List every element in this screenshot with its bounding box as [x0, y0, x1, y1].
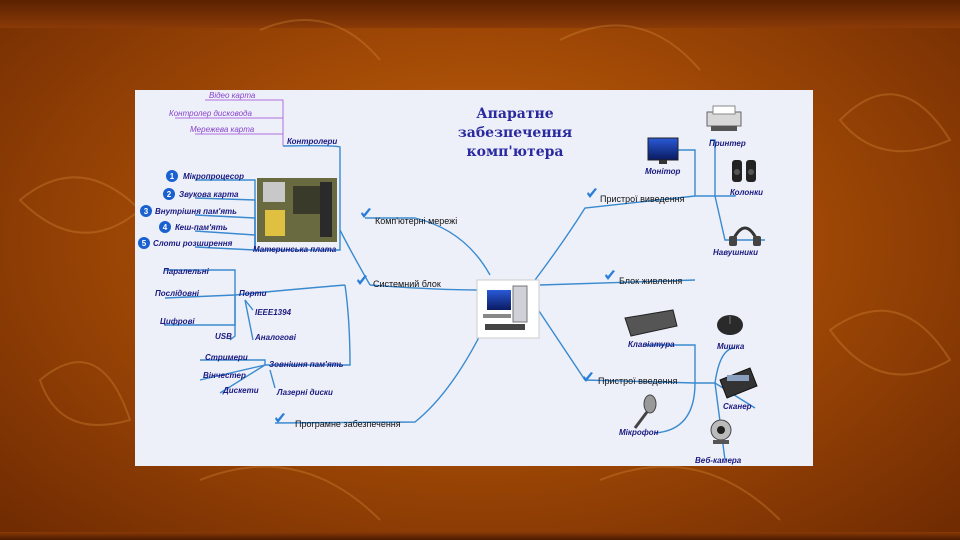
number-4: 4: [163, 223, 168, 232]
mouse-image: [717, 315, 743, 335]
microphone-image: [633, 394, 657, 429]
label-laser: Лазерні диски: [276, 388, 333, 397]
number-1: 1: [170, 172, 175, 181]
label-video-card: Відео карта: [209, 91, 256, 100]
label-digital: Цифрові: [160, 317, 195, 326]
mindmap: Апаратне забезпечення комп'ютера: [138, 91, 765, 465]
label-streamers: Стримери: [205, 353, 248, 362]
label-network-card: Мережева карта: [190, 125, 255, 134]
mindmap-panel: Апаратне забезпечення комп'ютера: [135, 90, 813, 466]
label-internal-memory: Внутрішня пам'ять: [155, 207, 237, 216]
label-headphones: Навушники: [713, 248, 758, 257]
label-software: Програмне забезпечення: [295, 419, 401, 429]
label-parallel: Паралельні: [163, 267, 210, 276]
title-line-2: забезпечення: [458, 125, 572, 141]
label-disk-controller: Контролер дисковода: [169, 109, 252, 118]
bottom-bar: [0, 532, 960, 540]
printer-image: [706, 105, 742, 131]
webcam-image: [710, 419, 732, 444]
label-printer: Принтер: [709, 139, 746, 148]
label-mouse: Мишка: [717, 342, 745, 351]
label-webcam: Веб-камера: [695, 456, 742, 465]
label-serial: Послідовні: [155, 289, 200, 298]
check-icon-networks: [361, 208, 371, 218]
check-icon-input: [583, 372, 593, 382]
label-analog: Аналогові: [254, 333, 297, 342]
label-monitor: Монітор: [645, 167, 681, 176]
top-bar: [0, 0, 960, 28]
label-motherboard: Материнська плата: [253, 245, 337, 254]
label-ports: Порти: [239, 289, 267, 298]
keyboard-image: [624, 309, 678, 337]
check-icons: [275, 188, 615, 423]
label-controllers: Контролери: [287, 137, 337, 146]
title-line-3: комп'ютера: [467, 144, 564, 160]
speakers-image: [732, 160, 756, 182]
label-networks: Комп'ютерні мережі: [375, 216, 457, 226]
number-5: 5: [142, 239, 147, 248]
number-markers: 1 2 3 4 5: [138, 170, 178, 249]
label-keyboard: Клавіатура: [628, 340, 675, 349]
label-microprocessor: Мікропроцесор: [183, 172, 244, 181]
label-winchester: Вінчестер: [203, 371, 246, 380]
connectors: [164, 139, 765, 461]
label-storage: Зовнішня пам'ять: [269, 360, 344, 369]
check-icon-software: [275, 413, 285, 423]
label-input: Пристрої введення: [598, 376, 678, 386]
check-icon-output: [587, 188, 597, 198]
label-system-block: Системний блок: [373, 279, 441, 289]
number-3: 3: [144, 207, 149, 216]
label-ieee: IEEE1394: [255, 308, 292, 317]
label-microphone: Мікрофон: [619, 428, 659, 437]
label-sound-card: Звукова карта: [179, 190, 239, 199]
motherboard-image: [257, 178, 337, 242]
controller-lines: [175, 99, 284, 146]
label-power: Блок живлення: [619, 276, 682, 286]
computer-image: [476, 279, 540, 339]
check-icon-system: [357, 275, 367, 285]
label-speakers: Колонки: [730, 188, 763, 197]
number-2: 2: [167, 190, 172, 199]
label-floppy: Дискети: [222, 386, 259, 395]
monitor-image: [647, 137, 679, 164]
label-usb: USB: [215, 332, 232, 341]
scanner-image: [719, 367, 758, 399]
label-cache: Кеш-пам'ять: [175, 223, 228, 232]
label-slots: Слоти розширення: [153, 239, 233, 248]
check-icon-power: [605, 270, 615, 280]
label-output: Пристрої виведення: [600, 194, 685, 204]
headphones-image: [729, 226, 761, 246]
title-line-1: Апаратне: [476, 106, 554, 122]
label-scanner: Сканер: [723, 402, 752, 411]
